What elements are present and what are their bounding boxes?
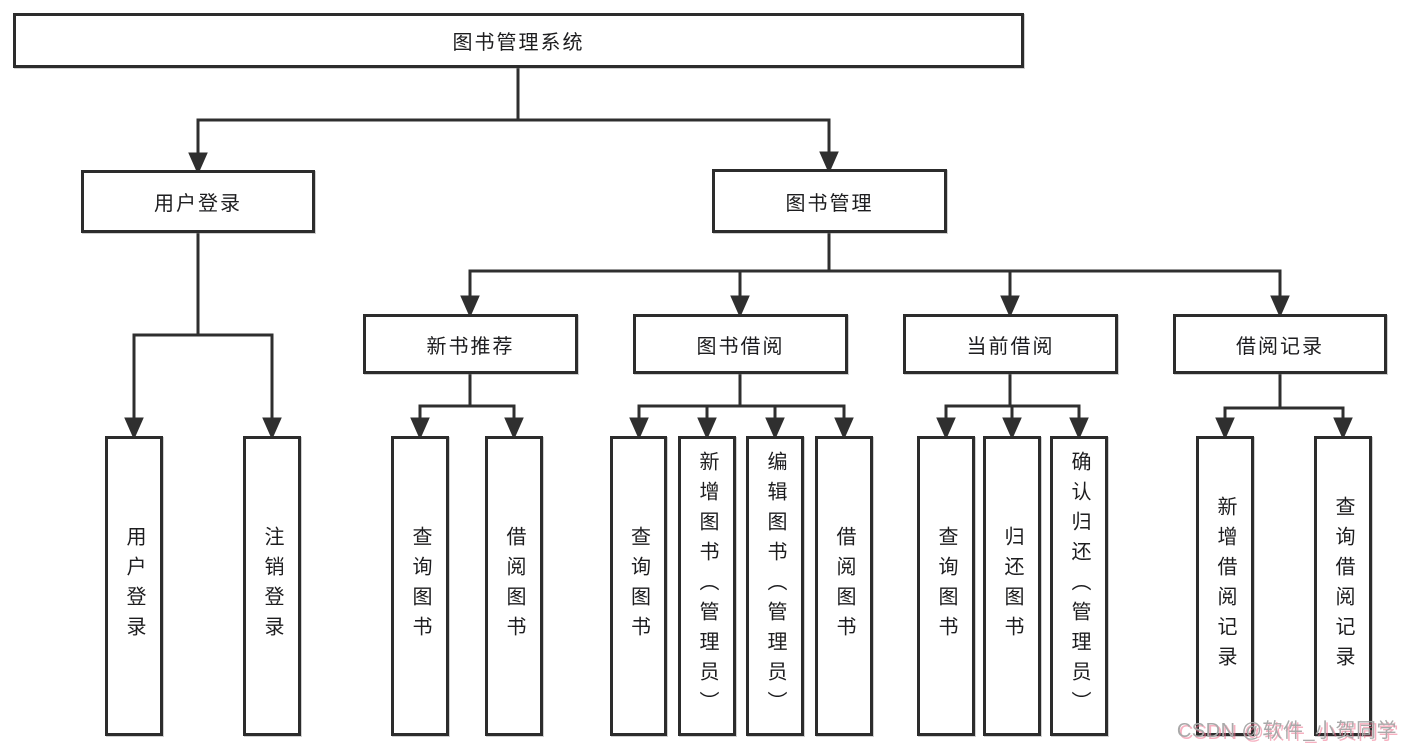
node-root-label: 图书管理系统: [452, 32, 585, 54]
leaf-query-books-current: 查询图书: [917, 436, 975, 736]
connector-newbooks-to-leaves: [410, 372, 524, 440]
leaf-user-login: 用户登录: [105, 436, 163, 736]
node-current-borrowing-label: 当前借阅: [966, 335, 1055, 358]
leaf-logout: 注销登录: [243, 436, 301, 736]
leaf-label: 新增借阅记录: [1214, 496, 1236, 676]
leaf-label: 查询图书: [935, 526, 957, 646]
node-user-login-label: 用户登录: [154, 193, 242, 215]
leaf-label: 查询图书: [627, 526, 650, 646]
leaf-borrow-books-recommend: 借阅图书: [485, 436, 543, 736]
leaf-label: 归还图书: [1001, 526, 1023, 646]
leaf-confirm-return-admin: 确认归还（管理员）: [1050, 436, 1108, 736]
node-book-management: 图书管理: [712, 169, 947, 233]
node-book-borrowing-label: 图书借阅: [696, 335, 785, 358]
leaf-label: 借阅图书: [503, 526, 525, 646]
leaf-add-books-admin: 新增图书（管理员）: [678, 436, 736, 736]
leaf-label: 借阅图书: [833, 526, 855, 646]
leaf-label: 新增图书（管理员）: [696, 451, 718, 721]
leaf-return-books: 归还图书: [983, 436, 1041, 736]
node-borrowing-records: 借阅记录: [1173, 314, 1387, 374]
connector-borrowing-to-leaves: [629, 372, 854, 440]
node-book-management-label: 图书管理: [785, 192, 874, 215]
node-user-login: 用户登录: [81, 170, 315, 233]
leaf-label: 确认归还（管理员）: [1068, 451, 1090, 721]
node-book-borrowing: 图书借阅: [633, 314, 848, 374]
leaf-label: 用户登录: [123, 526, 145, 646]
leaf-label: 查询借阅记录: [1332, 496, 1354, 676]
leaf-query-borrow-record: 查询借阅记录: [1314, 436, 1372, 736]
leaf-add-borrow-record: 新增借阅记录: [1196, 436, 1254, 736]
connector-records-to-leaves: [1215, 372, 1353, 440]
leaf-query-books-recommend: 查询图书: [391, 436, 449, 736]
node-new-book-recommend: 新书推荐: [363, 314, 578, 374]
leaf-label: 查询图书: [409, 526, 431, 646]
node-root: 图书管理系统: [13, 13, 1024, 68]
connector-userlogin-to-leaves: [124, 231, 282, 440]
csdn-watermark: CSDN @软件_小贺同学: [1176, 720, 1397, 742]
connector-current-to-leaves: [936, 372, 1089, 440]
leaf-borrow-books: 借阅图书: [815, 436, 873, 736]
node-new-book-recommend-label: 新书推荐: [426, 335, 515, 358]
leaf-label: 编辑图书（管理员）: [764, 451, 786, 721]
node-current-borrowing: 当前借阅: [903, 314, 1118, 374]
node-borrowing-records-label: 借阅记录: [1236, 335, 1324, 358]
leaf-edit-books-admin: 编辑图书（管理员）: [746, 436, 804, 736]
leaf-query-books-borrowing: 查询图书: [610, 436, 667, 736]
connector-bookmgmt-to-level3: [460, 231, 1290, 318]
leaf-label: 注销登录: [261, 526, 283, 646]
connector-root-to-level2: [188, 66, 839, 175]
